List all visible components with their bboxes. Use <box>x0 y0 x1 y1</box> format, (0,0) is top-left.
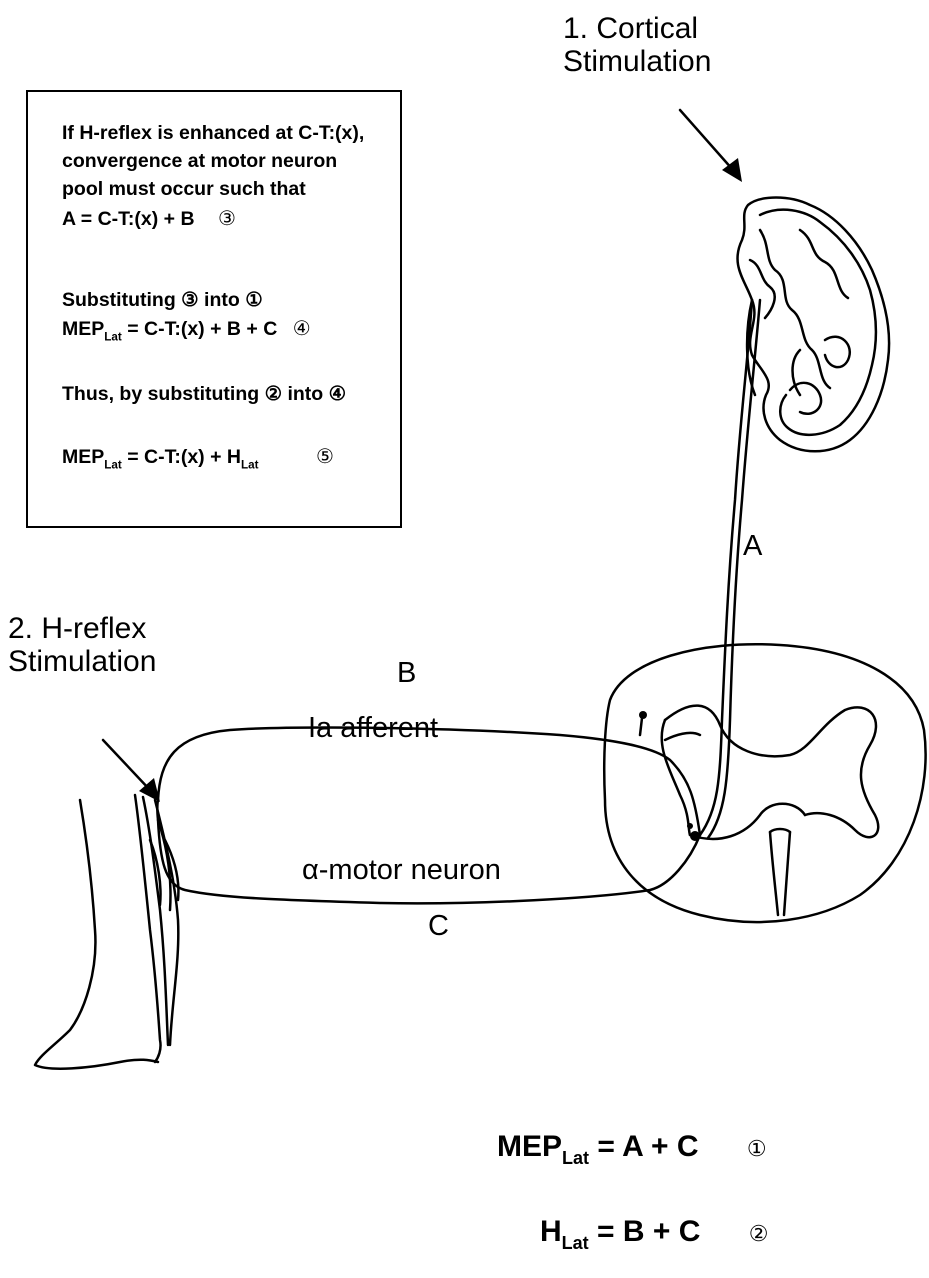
equation-2-h: H <box>540 1215 562 1248</box>
equation-1-number: ① <box>747 1136 767 1161</box>
leg-drawing <box>35 795 178 1069</box>
synapse-dot <box>687 823 693 829</box>
ia-afferent-dorsal-branch <box>665 733 700 740</box>
equation-2-lat: Lat <box>562 1233 589 1253</box>
box-line-6: MEPLat = C-T:(x) + B + C ④ <box>62 316 311 343</box>
motor-neuron-soma <box>690 831 700 841</box>
equation-4-lat: Lat <box>104 330 122 343</box>
equation-4-mep: MEP <box>62 318 104 340</box>
corticospinal-tract-A <box>700 300 752 835</box>
label-A: A <box>743 530 762 563</box>
equation-3-number: ③ <box>218 208 236 230</box>
hreflex-stimulation-arrow <box>103 740 160 802</box>
spinal-cord-section <box>604 644 925 922</box>
equation-4-text: = C-T:(x) + B + C <box>122 318 278 340</box>
alpha-motor-neuron-label: α-motor neuron <box>302 854 501 887</box>
box-line-3: pool must occur such that <box>62 178 306 201</box>
cortical-title-line2: Stimulation <box>563 45 711 78</box>
box-line-7: Thus, by substituting ② into ④ <box>62 382 346 406</box>
box-line-2: convergence at motor neuron <box>62 150 337 173</box>
cortical-title-line1: 1. Cortical <box>563 12 711 45</box>
equation-1-text: = A + C <box>589 1130 698 1163</box>
box-line-5: Substituting ③ into ① <box>62 288 263 312</box>
explanation-box: If H-reflex is enhanced at C-T:(x), conv… <box>26 90 402 528</box>
equation-1-lat: Lat <box>562 1148 589 1168</box>
equation-1: MEPLat = A + C ① <box>497 1130 767 1169</box>
hreflex-stimulation-title: 2. H-reflex Stimulation <box>8 612 156 678</box>
equation-5-hlat: Lat <box>241 458 259 471</box>
box-line-1: If H-reflex is enhanced at C-T:(x), <box>62 122 364 145</box>
hreflex-title-line1: 2. H-reflex <box>8 612 156 645</box>
ia-afferent-label: Ia afferent <box>308 712 438 745</box>
cortical-stimulation-arrow <box>680 110 742 182</box>
label-B: B <box>397 657 416 690</box>
box-line-8: MEPLat = C-T:(x) + HLat ⑤ <box>62 444 334 471</box>
equation-1-mep: MEP <box>497 1130 562 1163</box>
box-line-4: A = C-T:(x) + B ③ <box>62 206 236 231</box>
equation-5-lat: Lat <box>104 458 122 471</box>
dorsal-root-ganglion <box>639 711 647 735</box>
alpha-motor-neuron-C <box>157 800 700 903</box>
equation-5-text: = C-T:(x) + H <box>122 446 241 468</box>
brain-section <box>737 198 889 452</box>
label-C: C <box>428 910 449 943</box>
equation-3-text: A = C-T:(x) + B <box>62 208 195 230</box>
hreflex-title-line2: Stimulation <box>8 645 156 678</box>
cortical-stimulation-title: 1. Cortical Stimulation <box>563 12 711 78</box>
equation-2-text: = B + C <box>589 1215 701 1248</box>
equation-2: HLat = B + C ② <box>540 1215 768 1254</box>
equation-4-number: ④ <box>293 318 311 340</box>
corticospinal-tract-A-inner <box>708 300 760 838</box>
equation-2-number: ② <box>749 1221 769 1246</box>
equation-5-number: ⑤ <box>316 446 334 468</box>
equation-5-mep: MEP <box>62 446 104 468</box>
